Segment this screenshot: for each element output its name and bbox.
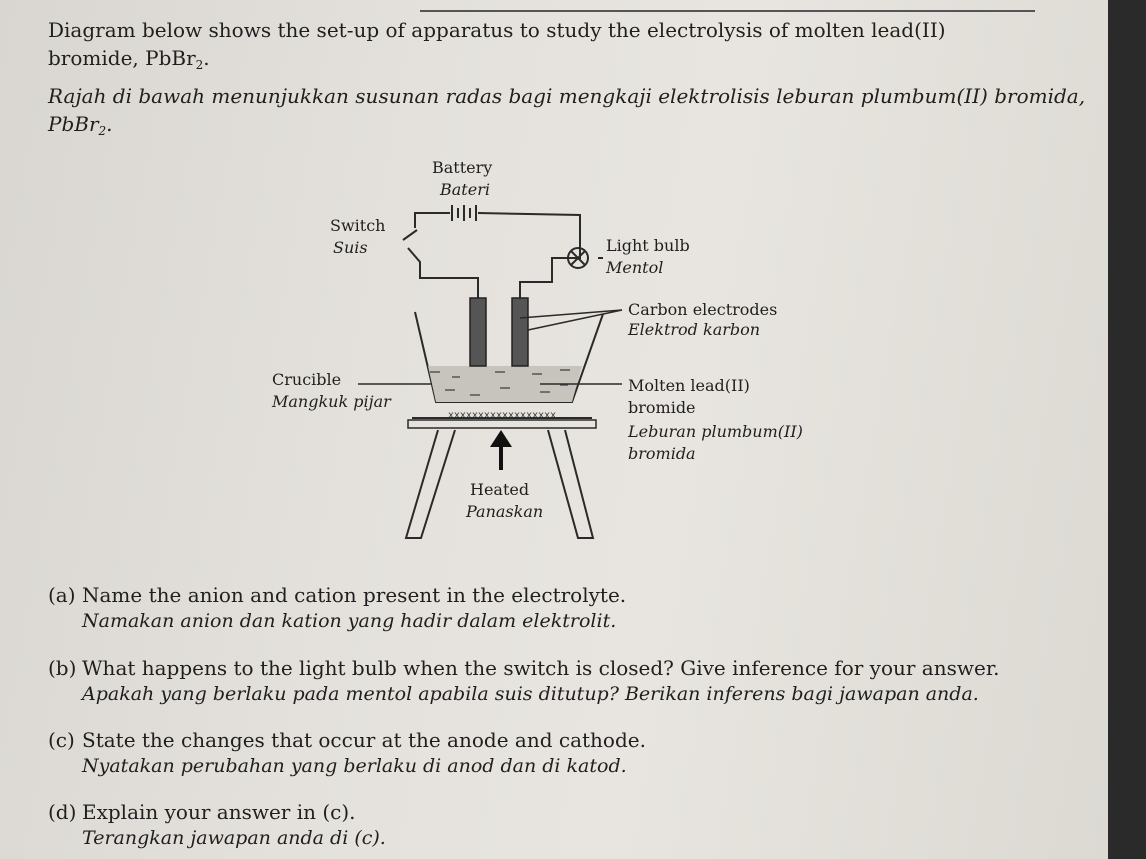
intro-malay-line-1: Rajah di bawah menunjukkan susunan radas… <box>48 84 1086 108</box>
light-bulb-icon <box>567 247 589 269</box>
question-a-malay: Namakan anion dan kation yang hadir dala… <box>82 610 617 632</box>
heated-label: Heated <box>470 480 530 499</box>
light-bulb-label-malay: Mentol <box>606 258 664 277</box>
question-d-english: Explain your answer in (c). <box>82 800 356 824</box>
intro-english-line-2: bromide, PbBr2. <box>48 46 210 72</box>
molten-label-malay-line-2: bromida <box>628 444 696 463</box>
electrolysis-apparatus-diagram: xxxxxxxxxxxxxxxxxx <box>358 205 623 539</box>
circuit-wires <box>407 212 603 300</box>
crucible-label-malay: Mangkuk pijar <box>272 392 391 411</box>
switch-lever <box>402 229 418 241</box>
tripod-top <box>407 419 597 429</box>
heat-arrow-icon <box>490 430 512 470</box>
question-c-number: (c) <box>48 728 75 752</box>
intro-malay-line-2: PbBr2. <box>48 112 113 138</box>
carbon-electrodes-label: Carbon electrodes <box>628 300 778 319</box>
molten-label-line-2: bromide <box>628 398 696 417</box>
question-d-number: (d) <box>48 800 77 824</box>
heated-label-malay: Panaskan <box>466 502 544 521</box>
question-c-malay: Nyatakan perubahan yang berlaku di anod … <box>82 755 627 777</box>
switch-label-malay: Suis <box>333 238 368 257</box>
carbon-electrode-right <box>511 297 529 367</box>
battery-label-malay: Bateri <box>440 180 490 199</box>
molten-label-malay-line-1: Leburan plumbum(II) <box>628 422 803 441</box>
question-c-english: State the changes that occur at the anod… <box>82 728 646 752</box>
carbon-electrodes-label-malay: Elektrod karbon <box>628 320 761 339</box>
gauze-marks: xxxxxxxxxxxxxxxxxx <box>448 410 556 421</box>
top-rule <box>420 10 1035 12</box>
question-b-malay: Apakah yang berlaku pada mentol apabila … <box>82 683 979 705</box>
tripod-leg-right <box>547 429 595 539</box>
liquid-dashes <box>430 369 570 396</box>
crucible-label: Crucible <box>272 370 342 389</box>
question-b-english: What happens to the light bulb when the … <box>82 656 1000 680</box>
carbon-electrode-left <box>469 297 487 367</box>
light-bulb-label: Light bulb <box>606 236 690 255</box>
question-d-malay: Terangkan jawapan anda di (c). <box>82 827 386 849</box>
question-a-english: Name the anion and cation present in the… <box>82 583 627 607</box>
page-edge-shadow <box>1108 0 1146 859</box>
molten-lead-bromide <box>428 366 582 402</box>
switch-label: Switch <box>330 216 386 235</box>
battery-icon <box>451 205 477 221</box>
battery-label: Battery <box>432 158 493 177</box>
tripod-leg-left <box>404 429 456 539</box>
molten-label-line-1: Molten lead(II) <box>628 376 750 395</box>
question-b-number: (b) <box>48 656 77 680</box>
worksheet-page: Diagram below shows the set-up of appara… <box>0 0 1108 859</box>
question-a-number: (a) <box>48 583 76 607</box>
label-leaders <box>358 309 623 385</box>
intro-english-line-1: Diagram below shows the set-up of appara… <box>48 18 946 42</box>
